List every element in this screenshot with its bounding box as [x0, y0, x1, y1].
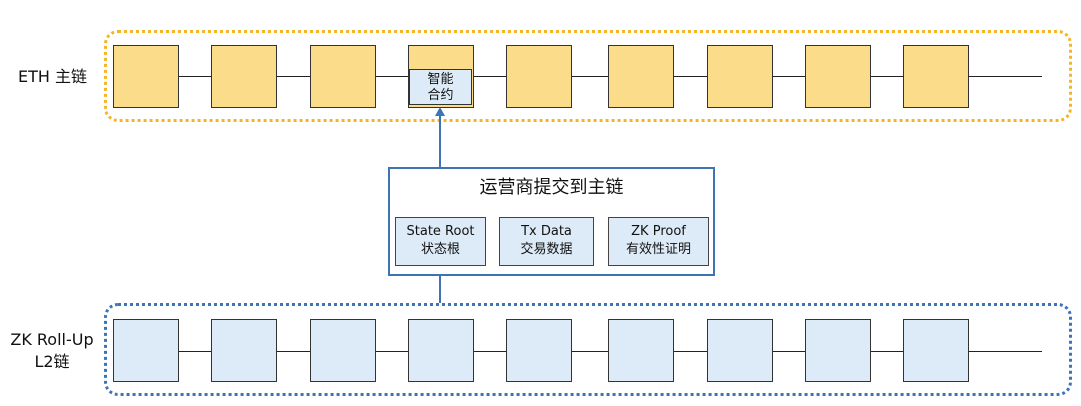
eth-chain-label: ETH 主链: [18, 67, 88, 86]
smart-contract-label-line1: 智能: [427, 72, 454, 87]
eth-block: [608, 45, 674, 108]
operator-title: 运营商提交到主链: [479, 177, 624, 198]
l2-chain-frame: [104, 303, 1072, 396]
payload-zk-proof-en: ZK Proof: [631, 224, 686, 239]
submit-arrow-head: [435, 107, 445, 116]
l2-block: [310, 319, 376, 382]
payload-zk-proof-zh: 有效性证明: [625, 242, 691, 257]
eth-block: [211, 45, 277, 108]
l2-block: [707, 319, 773, 382]
payload-state-root-en: State Root: [406, 224, 475, 239]
l2-block: [903, 319, 969, 382]
l2-chain-label: ZK Roll-Up L2链: [2, 329, 102, 373]
l2-block: [506, 319, 572, 382]
payload-state-root: State Root 状态根: [395, 217, 486, 266]
l2-block: [608, 319, 674, 382]
payload-tx-data: Tx Data 交易数据: [499, 217, 594, 266]
operator-submission-box: 运营商提交到主链 State Root 状态根 Tx Data 交易数据 ZK …: [388, 167, 715, 276]
eth-block: [903, 45, 969, 108]
eth-block: [707, 45, 773, 108]
l2-block: [211, 319, 277, 382]
smart-contract-label-line2: 合约: [427, 88, 454, 103]
smart-contract-box: 智能 合约: [409, 69, 472, 105]
payload-zk-proof: ZK Proof 有效性证明: [608, 217, 709, 266]
l2-chain-line: [113, 351, 1042, 352]
l2-chain-label-line1: ZK Roll-Up: [10, 330, 94, 349]
l2-block: [408, 319, 474, 382]
l2-block: [113, 319, 179, 382]
eth-block: [506, 45, 572, 108]
eth-block: [310, 45, 376, 108]
l2-block: [805, 319, 871, 382]
submit-arrow-line: [439, 116, 441, 167]
payload-state-root-zh: 状态根: [420, 242, 460, 257]
eth-block: [805, 45, 871, 108]
eth-chain-line: [113, 76, 1042, 77]
l2-connector-line: [439, 276, 441, 303]
payload-tx-data-en: Tx Data: [521, 224, 572, 239]
payload-tx-data-zh: 交易数据: [520, 242, 573, 257]
l2-chain-label-line2: L2链: [34, 352, 70, 371]
eth-chain-frame: [104, 30, 1072, 122]
eth-block: [113, 45, 179, 108]
